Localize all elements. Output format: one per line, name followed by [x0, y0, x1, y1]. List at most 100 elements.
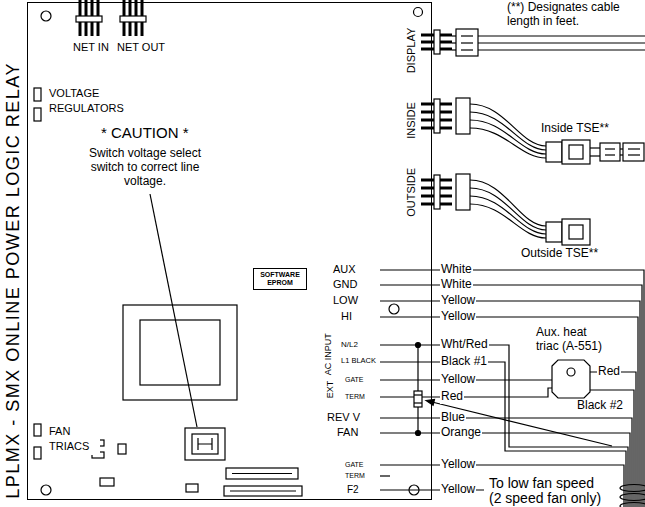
- board-component: [140, 320, 220, 385]
- wire-color: Blue: [440, 411, 466, 425]
- wire-color: Black #1: [440, 355, 488, 369]
- temperature-sensor: [546, 140, 644, 245]
- cable-bundle: [620, 485, 645, 507]
- temperature-sensor: [590, 155, 600, 156]
- pin-name-box: GND: [332, 278, 358, 291]
- chip-label: SOFTWARE EPROM: [258, 271, 302, 287]
- wire-color-box: Red: [440, 390, 464, 404]
- cable: [452, 49, 456, 50]
- triac-symbol: [567, 368, 575, 376]
- wire: [380, 317, 638, 507]
- wire-color: Yellow: [440, 373, 476, 387]
- pin-name-box: TERM: [344, 472, 366, 480]
- cable: [456, 29, 478, 56]
- wire-note: To low fan speed (2 speed fan only): [488, 476, 606, 505]
- pin-name-box: N/L2: [340, 340, 359, 349]
- sensor-name-box: Outside TSE**: [520, 247, 599, 261]
- ac-bus: [414, 391, 422, 407]
- pin-name: FAN: [336, 426, 359, 439]
- wire-color: Orange: [440, 426, 482, 440]
- cable: [470, 112, 546, 150]
- cable: [456, 174, 470, 210]
- temperature-sensor: [623, 143, 644, 161]
- pin-group-name-box: AC INPUT: [323, 332, 333, 376]
- voltage-switch: [150, 194, 225, 460]
- wire-color-box: Red: [597, 365, 621, 379]
- header-band: [434, 30, 440, 54]
- wire-color-box: Blue: [440, 411, 466, 425]
- temperature-sensor: [546, 142, 562, 162]
- pin-name: TERM: [344, 393, 366, 401]
- wire-color-box: Orange: [440, 426, 482, 440]
- temperature-sensor: [628, 148, 640, 149]
- board-component: [34, 424, 41, 436]
- temperature-sensor: [569, 225, 583, 239]
- board-component: [232, 473, 292, 474]
- connector-name: NET IN: [72, 41, 110, 54]
- pin-name: N/L2: [340, 340, 359, 349]
- board-component: [224, 486, 302, 496]
- part-name: VOLTAGE REGULATORS: [48, 86, 150, 117]
- pin-name-box: HI: [340, 310, 353, 323]
- wire-color-box: White: [440, 278, 473, 292]
- cable: [470, 104, 546, 146]
- board-component: [389, 304, 399, 314]
- pin-group-name-box: EXT: [325, 379, 335, 399]
- eprom-chip: SOFTWARE EPROM: [253, 268, 307, 290]
- cable: [470, 204, 546, 238]
- mounting-hole: [414, 8, 423, 17]
- header-band: [434, 175, 440, 209]
- connector-name-box: DISPLAY: [405, 26, 418, 74]
- wire-color: Yellow: [440, 483, 476, 497]
- pin-name-box: LOW: [332, 294, 359, 307]
- connector-name: NET OUT: [116, 41, 166, 54]
- cable: [461, 35, 473, 36]
- ac-bus: [414, 402, 422, 403]
- pin-name: TERM: [344, 472, 366, 480]
- wire: [380, 270, 644, 507]
- cable-note: (**) Designates cable length in feet.: [506, 1, 636, 29]
- wire-color-box: Wht/Red: [440, 338, 489, 352]
- wire: [380, 301, 640, 507]
- pin-name-box: L1 BLACK: [340, 357, 377, 366]
- temperature-sensor: [600, 143, 620, 161]
- board-component: [230, 490, 296, 491]
- cable-bundle: [620, 485, 645, 492]
- part-name-box: Aux. heat triac (A-551): [535, 326, 609, 354]
- wire-color: Yellow: [440, 458, 476, 472]
- pin-name-box: TERM: [344, 393, 366, 401]
- wire-color-box: Yellow: [440, 310, 476, 324]
- board-component: [34, 108, 41, 121]
- pin-name-box: AUX: [332, 263, 357, 276]
- header-band: [120, 16, 146, 22]
- part-name-box: FAN TRIACS: [48, 424, 100, 455]
- wire-color: Red: [597, 365, 621, 379]
- cable-bundle: [620, 494, 645, 501]
- header-band: [434, 99, 440, 133]
- cable: [470, 120, 546, 154]
- board-title: LPLMX - SMX ONLINE POWER LOGIC RELAY: [3, 61, 24, 498]
- wire-color-box: Yellow: [440, 294, 476, 308]
- wire-color: White: [440, 263, 473, 277]
- temperature-sensor: [628, 154, 640, 155]
- mounting-hole: [41, 11, 51, 21]
- wire: [380, 465, 624, 507]
- board-component: [34, 447, 41, 459]
- connector-name-box: NET IN: [72, 41, 110, 54]
- pin-group-name: EXT: [325, 380, 335, 400]
- cable: [470, 188, 546, 230]
- board-component: [123, 305, 237, 400]
- wire-color: Wht/Red: [440, 338, 489, 352]
- part-name: Aux. heat triac (A-551): [535, 326, 609, 354]
- leader-arrow: [426, 400, 435, 406]
- temperature-sensor: [562, 140, 590, 164]
- part-name-box: VOLTAGE REGULATORS: [48, 86, 150, 117]
- cable: [452, 42, 456, 43]
- pin-name-box: FAN: [336, 426, 359, 439]
- sensor-name-box: Inside TSE**: [540, 122, 610, 136]
- connector-name: OUTSIDE: [405, 166, 418, 217]
- cable: [452, 35, 456, 36]
- cable: [478, 49, 645, 50]
- connector-name: INSIDE: [405, 101, 418, 140]
- wire-color-box: Yellow: [440, 458, 476, 472]
